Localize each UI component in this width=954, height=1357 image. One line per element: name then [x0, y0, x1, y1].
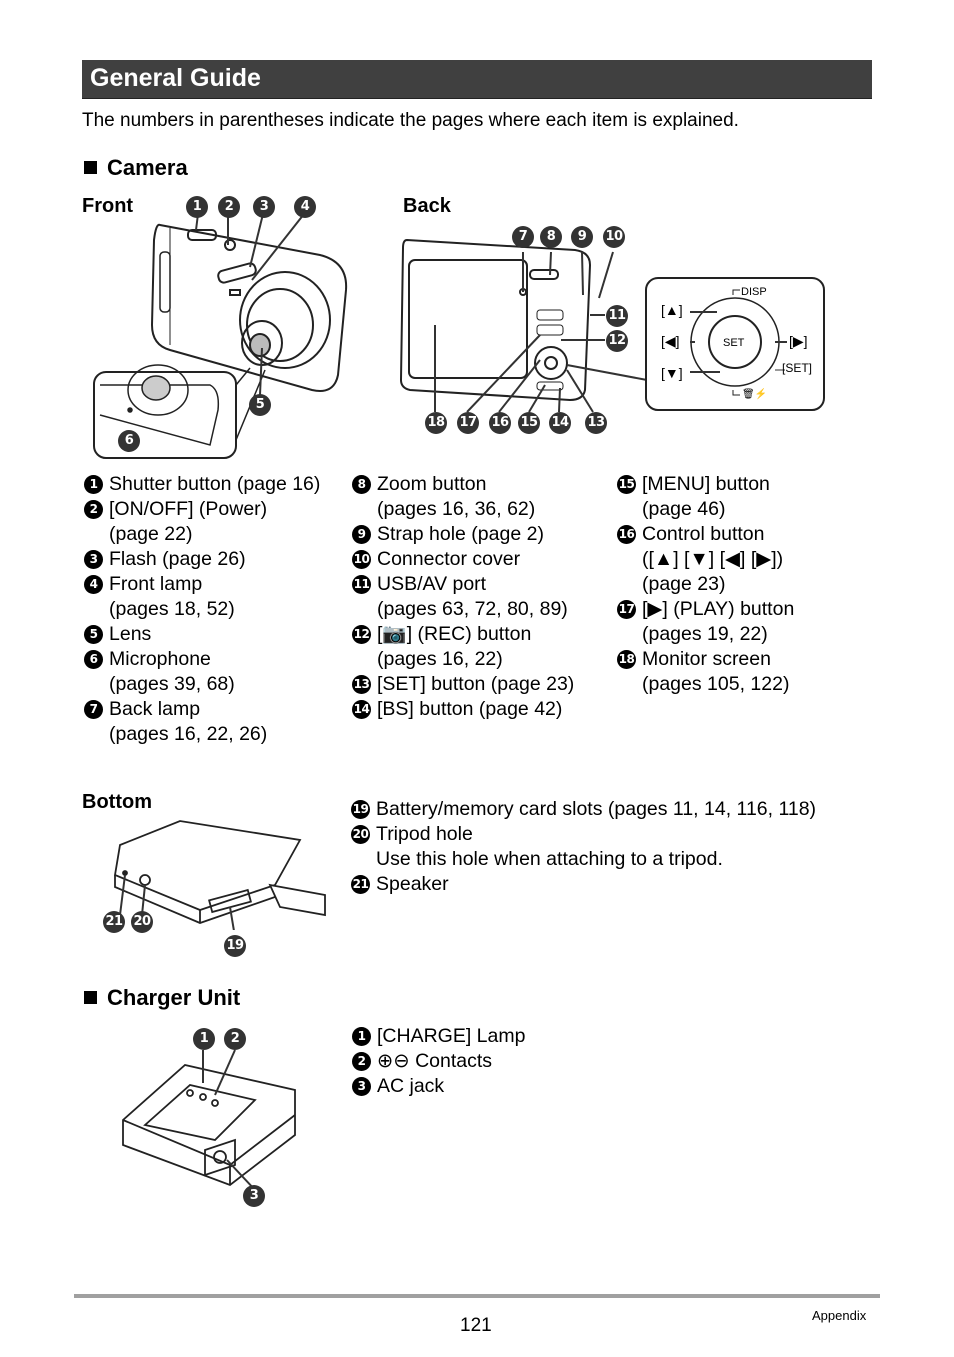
back-callout-15: 15	[518, 412, 540, 434]
camera-heading-text: Camera	[107, 155, 188, 180]
square-bullet-icon	[84, 161, 97, 174]
camera-heading: Camera	[84, 155, 188, 181]
section-title-bar: General Guide	[82, 60, 872, 99]
bottom-label: Bottom	[82, 791, 152, 813]
charger-callout-3: 3	[243, 1185, 265, 1207]
list-item: 2[ON/OFF] (Power)(page 22)	[84, 497, 346, 547]
front-callout-2: 2	[218, 196, 240, 218]
trash-flash-icon: 🗑⚡	[742, 387, 767, 400]
list-item: 1[CHARGE] Lamp	[352, 1024, 752, 1049]
back-label: Back	[403, 195, 451, 217]
front-callout-1: 1	[186, 196, 208, 218]
back-callout-9: 9	[571, 226, 593, 248]
back-callout-13: 13	[585, 412, 607, 434]
dpad-up-label: [▲]	[661, 302, 683, 318]
list-item: 15[MENU] button(page 46)	[617, 473, 770, 520]
list-item: 13[SET] button (page 23)	[352, 673, 575, 695]
intro-text: The numbers in parentheses indicate the …	[82, 110, 739, 131]
camera-front-illustration	[93, 213, 348, 459]
square-bullet-icon	[84, 991, 97, 1004]
back-callout-7: 7	[512, 226, 534, 248]
front-callout-4: 4	[294, 196, 316, 218]
back-callout-16: 16	[489, 412, 511, 434]
dpad-right-label: [▶]	[789, 333, 808, 349]
dpad-left-label: [◀]	[661, 333, 680, 349]
charger-callout-2: 2	[224, 1028, 246, 1050]
dpad-set-bracket-label: [SET]	[782, 361, 812, 375]
dpad-set-label: SET	[723, 337, 745, 349]
camera-bottom-illustration	[113, 820, 326, 930]
list-item: 2⊕⊖ Contacts	[352, 1049, 752, 1074]
dpad-disp-label: DISP	[741, 286, 767, 298]
charger-heading-text: Charger Unit	[107, 985, 241, 1010]
back-callout-8: 8	[540, 226, 562, 248]
back-callout-12: 12	[606, 330, 628, 352]
charger-heading: Charger Unit	[84, 985, 240, 1011]
back-callout-17: 17	[457, 412, 479, 434]
front-callout-5: 5	[249, 394, 271, 416]
back-callout-14: 14	[549, 412, 571, 434]
camera-back-illustration: DISP [▲] [◀] [▶] [▼] SET [SET] 🗑⚡	[399, 238, 825, 413]
back-callout-10: 10	[603, 226, 625, 248]
bottom-callout-21: 21	[103, 911, 125, 933]
dpad-down-label: [▼]	[661, 365, 683, 381]
front-callout-3: 3	[253, 196, 275, 218]
front-callout-6: 6	[118, 430, 140, 452]
bottom-callout-20: 20	[131, 911, 153, 933]
back-callout-11: 11	[606, 305, 628, 327]
list-item: 17[▶] (PLAY) button(pages 19, 22)	[617, 598, 795, 645]
footer-divider	[74, 1294, 880, 1298]
list-item: 14[BS] button (page 42)	[352, 698, 563, 720]
charger-illustration	[122, 1049, 296, 1191]
page-number: 121	[460, 1315, 492, 1336]
front-label: Front	[82, 195, 134, 217]
charger-callout-1: 1	[193, 1028, 215, 1050]
back-callout-18: 18	[425, 412, 447, 434]
bottom-callout-19: 19	[224, 935, 246, 957]
page-title: General Guide	[90, 64, 261, 92]
footer-section-label: Appendix	[812, 1308, 867, 1323]
list-item: 12[📷] (REC) button(pages 16, 22)	[352, 623, 532, 670]
